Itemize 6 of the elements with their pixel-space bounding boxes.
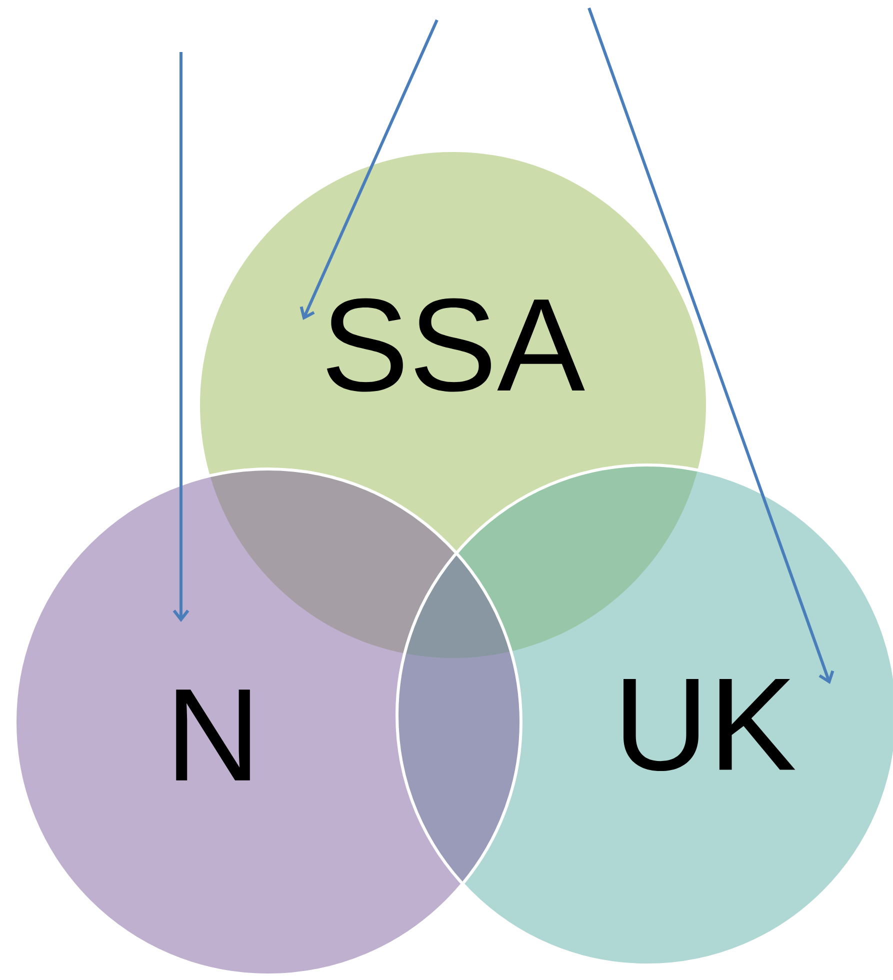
circle-label: N [176,690,250,780]
circle-label: SSA [326,298,585,392]
arrow [588,8,834,684]
circle-label: UK [624,678,796,772]
arrow [300,19,438,320]
arrow [172,52,190,622]
